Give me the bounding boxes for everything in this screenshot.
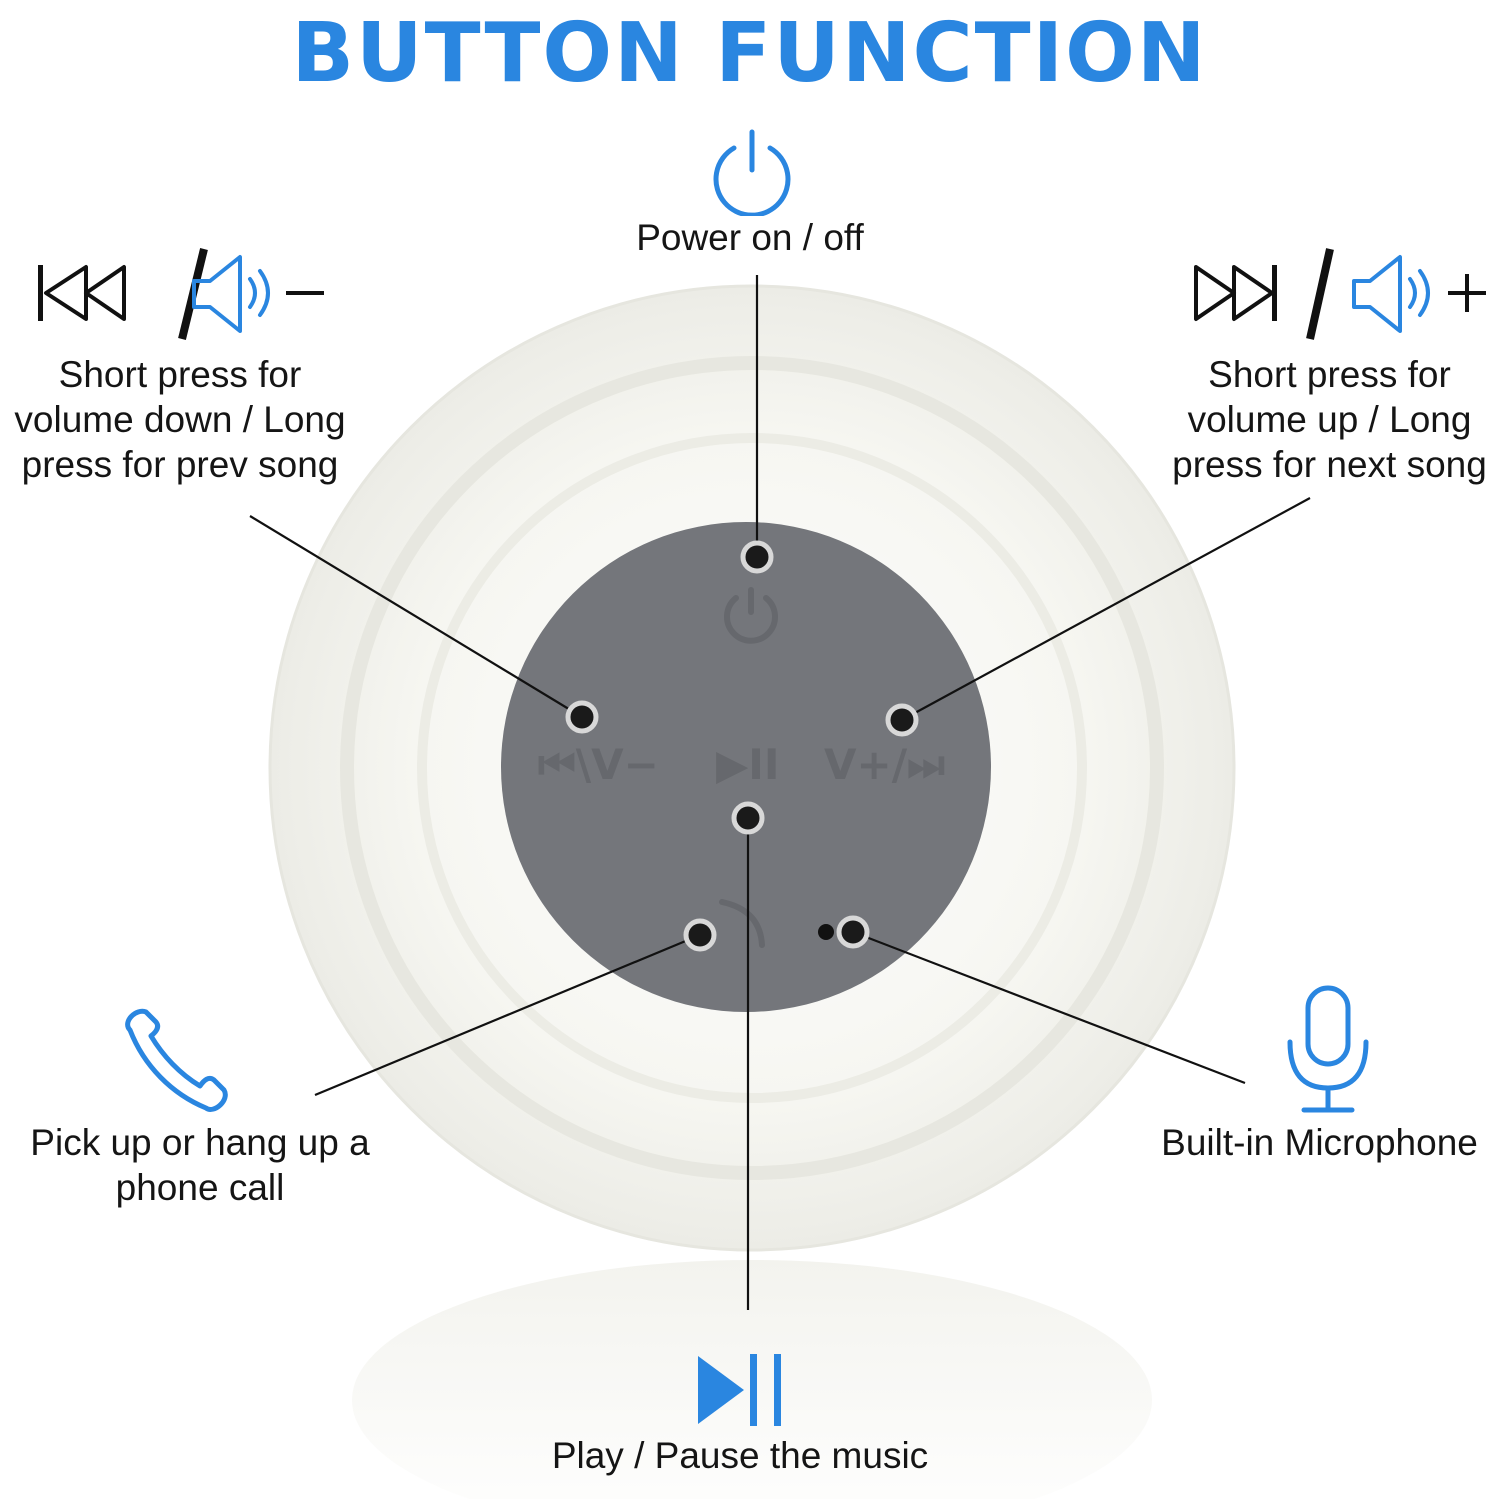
- marker-microphone: [836, 915, 870, 949]
- play-pause-label: Play / Pause the music: [551, 1435, 929, 1476]
- phone-label: Pick up or hang up a phone call: [0, 1120, 400, 1210]
- control-panel: [501, 522, 991, 1012]
- marker-volume-up: [885, 703, 919, 737]
- phone-line-1: Pick up or hang up a: [30, 1122, 370, 1163]
- play-pause-icon: [698, 1354, 781, 1426]
- marker-volume-down: [565, 700, 599, 734]
- microphone-icon: [1287, 985, 1369, 1113]
- volume-up-label: Short press for volume up / Long press f…: [1160, 352, 1499, 487]
- leader-volume-up: [901, 497, 1311, 721]
- volume-down-line-1: Short press for: [58, 354, 302, 395]
- leader-microphone: [852, 930, 1246, 1085]
- panel-label-left: ⏮\V−: [538, 740, 659, 789]
- volume-down-line-2: volume down / Long: [14, 399, 346, 440]
- marker-phone: [683, 918, 717, 952]
- volume-down-line-3: press for prev song: [21, 444, 339, 485]
- phone-icon: [125, 1008, 228, 1112]
- phone-line-2: phone call: [115, 1167, 285, 1208]
- page-title: BUTTON FUNCTION: [291, 6, 1208, 101]
- marker-power: [740, 540, 774, 574]
- speaker-ring-inner: [417, 433, 1087, 1103]
- leader-volume-down: [249, 515, 583, 718]
- leader-phone: [314, 933, 701, 1097]
- microphone-label: Built-in Microphone: [1161, 1122, 1478, 1163]
- microphone-hole: [818, 924, 834, 940]
- volume-down-label: Short press for volume down / Long press…: [0, 352, 360, 487]
- volume-up-line-3: press for next song: [1172, 444, 1487, 485]
- panel-label-right: V+/⏭: [824, 740, 945, 789]
- volume-up-line-2: volume up / Long: [1187, 399, 1472, 440]
- panel-label-center: ▶II: [716, 740, 780, 789]
- speaker-ring-outer: [340, 356, 1164, 1180]
- power-icon: [713, 129, 791, 216]
- prev-volume-down-icon: [38, 248, 324, 340]
- marker-play: [731, 801, 765, 835]
- next-volume-up-icon: [1194, 248, 1486, 340]
- panel-phone-symbol: [719, 899, 765, 948]
- volume-up-line-1: Short press for: [1208, 354, 1451, 395]
- power-label: Power on / off: [636, 217, 864, 258]
- panel-power-symbol: [724, 587, 778, 644]
